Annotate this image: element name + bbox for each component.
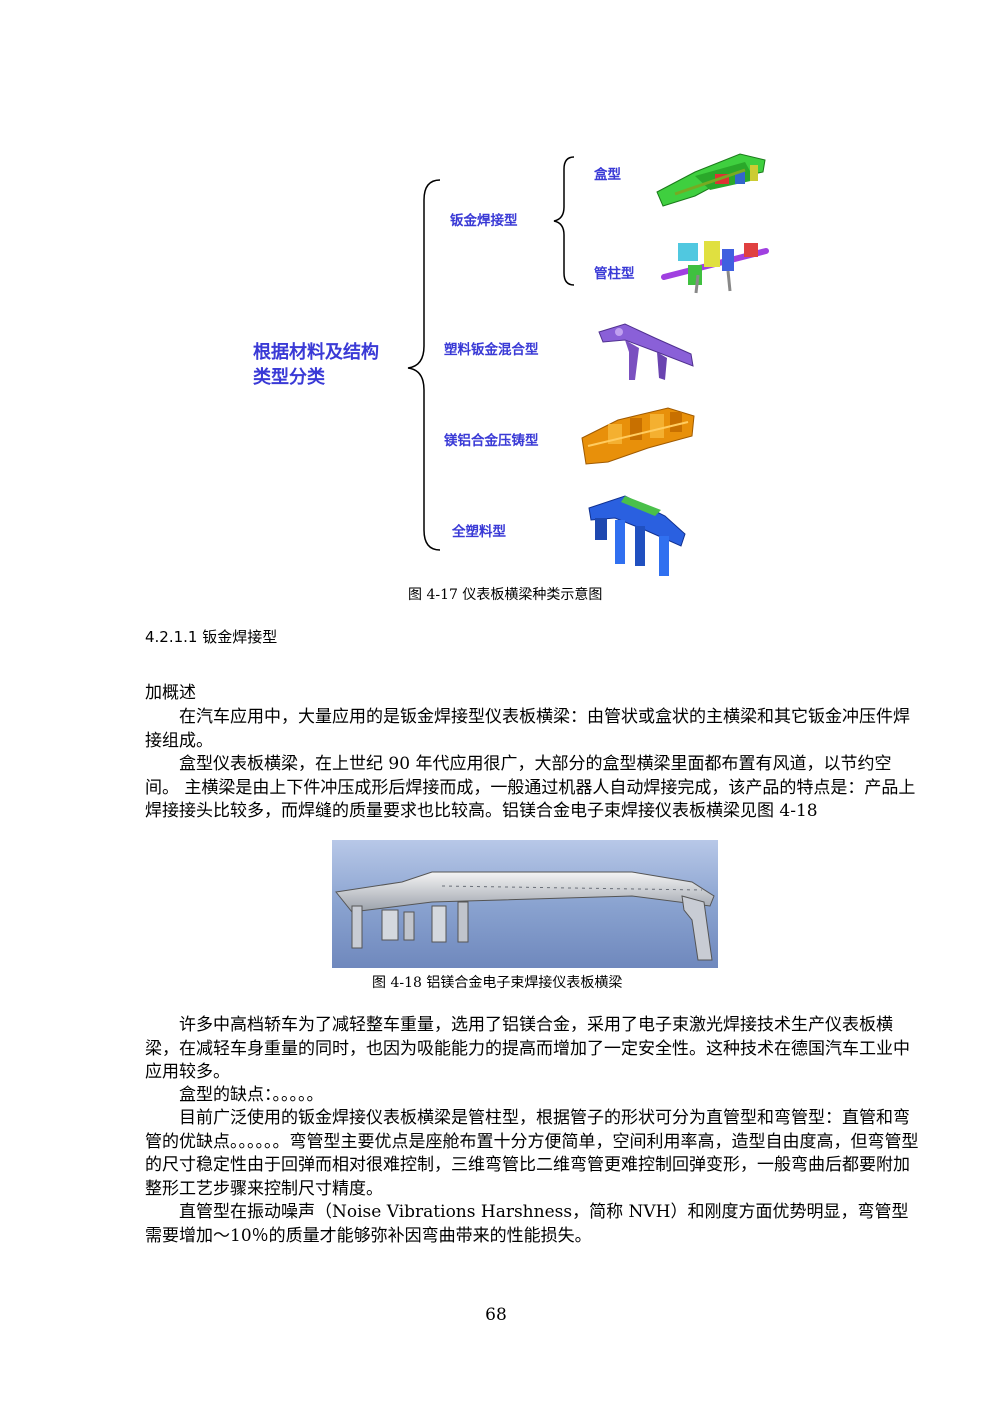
paragraph-6: 直管型在振动噪声（Noise Vibrations Harshness，简称 N…	[145, 1202, 909, 1246]
label-box: 盒型	[594, 167, 621, 183]
overview-label: 加概述	[145, 683, 196, 703]
figure-caption-4-18: 图 4-18 铝镁合金电子束焊接仪表板横梁	[372, 975, 623, 991]
plastic-metal-image	[598, 323, 694, 380]
mg-al-cast-image	[581, 407, 695, 465]
paragraph-5: 目前广泛使用的钣金焊接仪表板横梁是管柱型，根据管子的形状可分为直管型和弯管型：直…	[145, 1108, 919, 1199]
sub-brace	[553, 156, 575, 286]
section-heading: 4.2.1.1 钣金焊接型	[145, 628, 278, 646]
label-all-plastic: 全塑料型	[452, 524, 506, 540]
all-plastic-image	[588, 495, 686, 576]
main-brace	[407, 179, 441, 551]
box-type-image	[656, 153, 766, 207]
paragraph-1: 在汽车应用中，大量应用的是钣金焊接型仪表板横梁：由管状或盒状的主横梁和其它钣金冲…	[145, 707, 910, 751]
page-number: 68	[485, 1305, 507, 1325]
label-tube: 管柱型	[594, 266, 635, 282]
figure-caption-4-17: 图 4-17 仪表板横梁种类示意图	[408, 587, 603, 603]
tube-type-image	[661, 241, 769, 294]
root-line-2: 类型分类	[253, 367, 325, 388]
label-mg-al: 镁铝合金压铸型	[444, 433, 539, 449]
crossbeam-photo	[332, 840, 718, 968]
paragraph-2: 盒型仪表板横梁，在上世纪 90 年代应用很广，大部分的盒型横梁里面都布置有风道，…	[145, 754, 916, 821]
root-line-1: 根据材料及结构	[253, 342, 379, 363]
label-plastic-metal: 塑料钣金混合型	[444, 342, 539, 358]
diagram-root-label: 根据材料及结构 类型分类	[253, 340, 379, 390]
paragraph-4: 盒型的缺点：。。。。。	[179, 1085, 324, 1105]
paragraph-3: 许多中高档轿车为了减轻整车重量，选用了铝镁合金，采用了电子束激光焊接技术生产仪表…	[145, 1015, 910, 1082]
label-sheet-metal: 钣金焊接型	[450, 213, 518, 229]
